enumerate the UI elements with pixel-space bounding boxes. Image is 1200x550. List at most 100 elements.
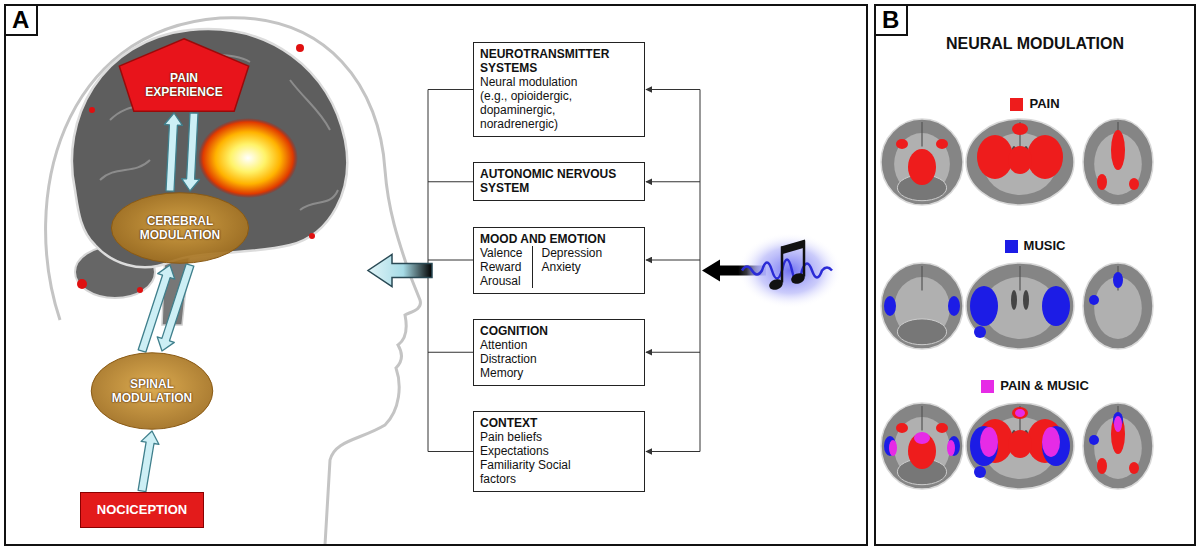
brain-slice (881, 119, 963, 205)
slice-outline (881, 263, 963, 349)
factor-heading: NEUROTRANSMITTER SYSTEMS (480, 47, 638, 75)
brain-slice (1083, 403, 1153, 489)
modulation-ellipse: CEREBRAL MODULATION (110, 192, 250, 264)
activation-blob (1114, 416, 1122, 432)
activation-blob (970, 286, 998, 326)
sound-wave (742, 260, 832, 282)
factor-heading: CONTEXT (480, 416, 638, 430)
shape-content: SPINAL MODULATION (90, 352, 214, 430)
legend-label: PAIN (1029, 96, 1059, 112)
panel-letter: B (876, 6, 908, 36)
legend-swatch (981, 380, 994, 393)
brain-slice (966, 403, 1074, 489)
activation-blob (884, 436, 896, 456)
activation-spot (309, 233, 315, 239)
activation-spot (77, 279, 87, 289)
activation-blob (980, 427, 998, 457)
activation-blob (1089, 295, 1099, 305)
panel-letter: A (6, 6, 38, 36)
factor-heading: COGNITION (480, 324, 638, 338)
gyrus (300, 190, 338, 210)
modulation-ellipse: SPINAL MODULATION (90, 352, 214, 430)
shape-content: NOCICEPTION (81, 493, 203, 527)
brain-slice (1083, 119, 1153, 205)
activation-blob (1042, 286, 1070, 326)
brain-slice (881, 403, 963, 489)
factor-heading: AUTONOMIC NERVOUS SYSTEM (480, 167, 638, 195)
slice-outline (1083, 119, 1153, 205)
legend-label: MUSIC (1024, 238, 1066, 254)
shape-label: PAIN EXPERIENCE (134, 71, 234, 99)
factor-box: MOOD AND EMOTIONValence Reward ArousalDe… (473, 227, 645, 294)
midline (1019, 266, 1020, 291)
shape-label: NOCICEPTION (97, 503, 187, 517)
gyrus (100, 160, 150, 180)
factor-item-list: Depression Anxiety (532, 246, 602, 288)
factor-box: COGNITIONAttention Distraction Memory (473, 319, 645, 386)
brain-slice (966, 119, 1074, 205)
activation-blob (1042, 427, 1060, 457)
midline (921, 122, 922, 147)
activation-blob (970, 426, 998, 466)
panel-frame: A PAIN EXPERIENCE CEREBRAL MODULATION SPINA… (4, 4, 868, 546)
activation-blob (198, 118, 298, 198)
activation-blob (889, 440, 897, 456)
panel-frame: BNEURAL MODULATION (874, 4, 1196, 546)
activation-blob (977, 135, 1013, 179)
block-arrow (182, 113, 200, 191)
block-arrow (138, 431, 159, 492)
brain-slice (881, 263, 963, 349)
slice-outline (1083, 263, 1153, 349)
factor-body: Pain beliefs Expectations Familiarity So… (480, 430, 580, 486)
activation-blob (914, 432, 930, 444)
activation-blob (974, 466, 986, 478)
activation-blob (936, 139, 948, 149)
activation-blob (908, 433, 936, 469)
midline (921, 406, 922, 431)
nociception-box: NOCICEPTION (80, 492, 204, 528)
input-arrow (368, 255, 432, 287)
factor-box: AUTONOMIC NERVOUS SYSTEM (473, 162, 645, 201)
ellipse-shape (111, 193, 248, 264)
slice-outline (966, 263, 1074, 349)
factor-heading: MOOD AND EMOTION (480, 232, 638, 246)
ellipse-shape (91, 353, 213, 429)
axial-brain-slices (881, 119, 1153, 489)
slice-outline (1083, 403, 1153, 489)
activation-blob (1097, 458, 1107, 474)
shape-label: SPINAL MODULATION (104, 377, 201, 405)
brain-slice (966, 263, 1074, 349)
legend-item: MUSIC (874, 238, 1196, 254)
bracket-tick (646, 352, 700, 353)
factor-box: NEUROTRANSMITTER SYSTEMSNeural modulatio… (473, 42, 645, 137)
bracket-tick (646, 181, 700, 182)
music-icon (738, 233, 842, 309)
brain-slice (1083, 263, 1153, 349)
panel-title: NEURAL MODULATION (876, 34, 1194, 53)
cerebellum (897, 319, 946, 345)
activation-spot (137, 287, 143, 293)
activation-blob (1008, 146, 1032, 174)
bracket-lines (368, 90, 766, 452)
shape-content: PAIN EXPERIENCE (118, 38, 250, 112)
bracket-tick (428, 352, 473, 353)
bracket-tick (428, 451, 473, 452)
activation-blob (948, 436, 960, 456)
factor-item-list: Valence Reward Arousal (480, 246, 522, 288)
factor-body: Neural modulation (e.g., opioidergic, do… (480, 75, 605, 131)
bracket-tick (646, 260, 700, 261)
pain-experience-pentagon: PAIN EXPERIENCE (118, 38, 250, 112)
midline (921, 266, 922, 291)
legend-item: PAIN & MUSIC (874, 378, 1196, 394)
slice-outline (881, 403, 963, 489)
activation-blob (896, 423, 908, 433)
legend-swatch (1010, 98, 1023, 111)
head-outline (46, 18, 421, 545)
bracket-tick (428, 181, 473, 182)
brain-sagittal (72, 29, 347, 325)
factor-body: Attention Distraction Memory (480, 338, 580, 380)
ventricle (1011, 290, 1017, 310)
block-arrow (157, 264, 194, 351)
activation-blob (1129, 178, 1139, 190)
music-glow (738, 233, 842, 309)
